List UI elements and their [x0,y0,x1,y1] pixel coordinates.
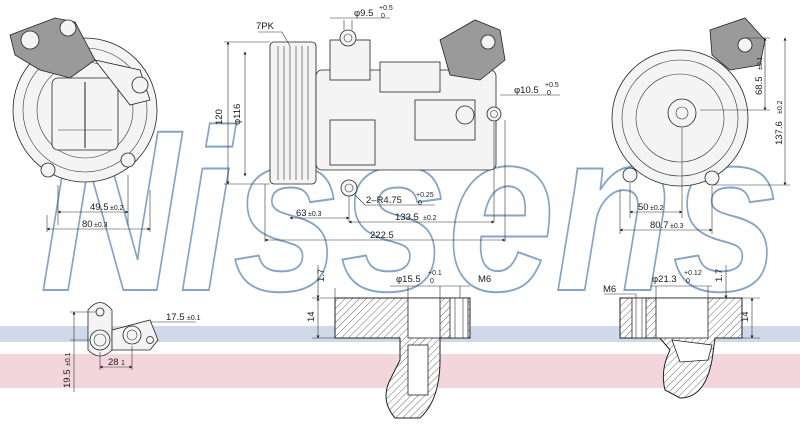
sec-b-bore-tol-low: 0 [686,278,690,285]
port-detail: 17.5 ±0.1 28 1 19.5 ±0.1 [62,302,201,392]
rear-dim-68-tol: ±0.1 [757,56,764,70]
side-hole-right-label: φ10.5 [514,85,539,96]
side-hole-right-tol-up: +0.5 [545,82,559,89]
sec-a-bore-tol-low: 0 [430,278,434,285]
front-view: 49.5 ±0.2 80 ±0.3 [9,17,158,232]
side-dim-height: 120 [214,109,225,125]
side-dim-pulley-dia: φ116 [232,104,243,125]
side-dim-total: 222.5 [370,230,394,241]
rear-dim-80: 80.7 [650,220,669,231]
side-dim-133: 133.5 [395,212,419,223]
side-dim-63: 63 [296,208,307,219]
side-radius-label: 2–R4.75 [366,195,402,206]
rear-view: 68.5 ±0.1 137.6 ±0.2 50 ±0.2 80.7 ±0.3 [611,17,790,234]
front-dim-bolt-tol: ±0.2 [110,205,124,212]
side-dim-133-tol: ±0.2 [423,215,437,222]
side-radius-tol-up: +0.25 [416,192,434,199]
side-hole-right-tol-low: 0 [547,90,551,97]
rear-dim-50: 50 [638,202,649,213]
port-dim-28-tol: 1 [121,360,125,367]
front-dim-bolt: 49.5 [90,202,109,213]
sec-b-thread: M6 [603,284,616,295]
port-dim-17: 17.5 [166,312,185,323]
sec-a-bore-tol-up: +0.1 [428,270,442,277]
sec-b-dim-14: 14 [740,311,751,322]
port-dim-28: 28 [108,357,119,368]
side-dim-63-tol: ±0.3 [308,211,322,218]
port-dim-17-tol: ±0.1 [187,315,201,322]
rear-dim-137: 137.6 [774,121,785,145]
side-hole-top-tol-up: +0.5 [379,5,393,12]
side-view: 120 φ116 7PK φ9.5 +0.5 0 φ10.5 +0.5 0 2–… [214,5,560,242]
rear-dim-50-tol: ±0.2 [650,205,664,212]
sec-b-bore-tol-up: +0.12 [684,270,702,277]
section-b: M6 φ21.3 +0.12 0 1.7 14 [603,265,760,399]
sec-a-dim-17: 1.7 [316,269,327,282]
section-a: 1.7 14 φ15.5 +0.1 0 M6 [306,265,491,419]
rear-dim-68: 68.5 [754,77,765,96]
sec-b-dim-17: 1.7 [714,269,725,282]
side-radius-tol-low: 0 [418,200,422,207]
side-hole-top-label: φ9.5 [354,8,373,19]
sec-b-bore: φ21.3 [652,274,677,285]
port-dim-19-tol: ±0.1 [65,352,72,366]
sec-a-dim-14: 14 [306,311,317,322]
side-hole-top-tol-low: 0 [381,13,385,20]
front-dim-width: 80 [82,219,93,230]
side-belt-label: 7PK [256,21,275,32]
rear-dim-137-tol: ±0.2 [777,100,784,114]
sec-a-thread: M6 [478,274,491,285]
rear-dim-80-tol: ±0.3 [670,223,684,230]
port-dim-19: 19.5 [62,370,73,389]
front-dim-width-tol: ±0.3 [94,222,108,229]
sec-a-bore: φ15.5 [396,274,421,285]
